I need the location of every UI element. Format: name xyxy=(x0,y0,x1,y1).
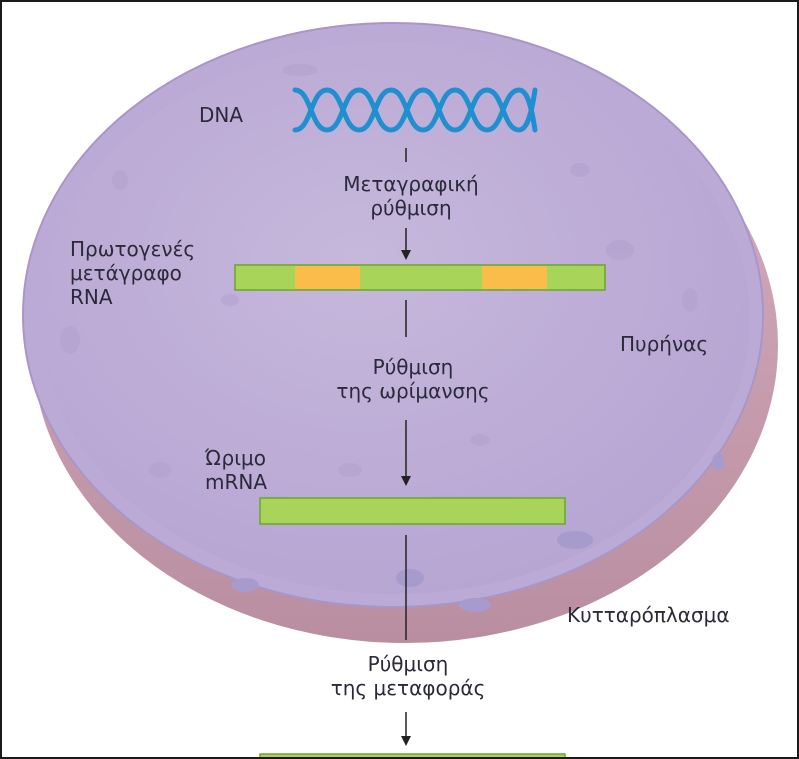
nucleus-texture xyxy=(60,64,698,478)
arrow-transport xyxy=(401,535,411,746)
primary-transcript-line3: RNA xyxy=(70,285,113,309)
exon-segment xyxy=(295,266,360,289)
mature-mrna-line1: Ώριμο xyxy=(205,446,266,470)
transport-regulation-line1: Ρύθμιση xyxy=(367,652,449,676)
mature-mrna-label: Ώριμο mRNA xyxy=(205,446,267,494)
primary-transcript-label: Πρωτογενές μετάγραφο RNA xyxy=(70,237,195,309)
nuclear-pores xyxy=(231,453,724,612)
arrow-maturation xyxy=(401,300,411,486)
primary-transcript-line2: μετάγραφο xyxy=(70,261,182,285)
dna-label: DNA xyxy=(199,103,244,127)
maturation-regulation-line2: της ωρίμανσης xyxy=(336,379,490,403)
mature-mrna-line2: mRNA xyxy=(205,470,268,494)
maturation-regulation-line1: Ρύθμιση xyxy=(372,355,454,379)
primary-transcript-line1: Πρωτογενές xyxy=(70,237,196,261)
transcription-regulation-line1: Μεταγραφική xyxy=(343,172,479,196)
maturation-regulation-label: Ρύθμιση της ωρίμανσης xyxy=(336,355,489,403)
primary-transcript-bar xyxy=(234,264,606,291)
cytoplasm-label: Κυτταρόπλασμα xyxy=(567,603,730,627)
dna-helix xyxy=(292,87,538,133)
transport-regulation-line2: της μεταφοράς xyxy=(330,676,486,700)
arrow-transcription xyxy=(401,148,411,260)
exon-segment xyxy=(482,266,547,289)
transport-regulation-label: Ρύθμιση της μεταφοράς xyxy=(331,652,486,700)
nucleus-label: Πυρήνας xyxy=(620,332,709,356)
nucleus-surface xyxy=(40,42,750,594)
mature-mrna-bar xyxy=(259,497,566,525)
transcription-regulation-label: Μεταγραφική ρύθμιση xyxy=(343,172,478,220)
transcription-regulation-line2: ρύθμιση xyxy=(370,196,452,220)
cytoplasmic-mrna-bar xyxy=(259,753,566,759)
